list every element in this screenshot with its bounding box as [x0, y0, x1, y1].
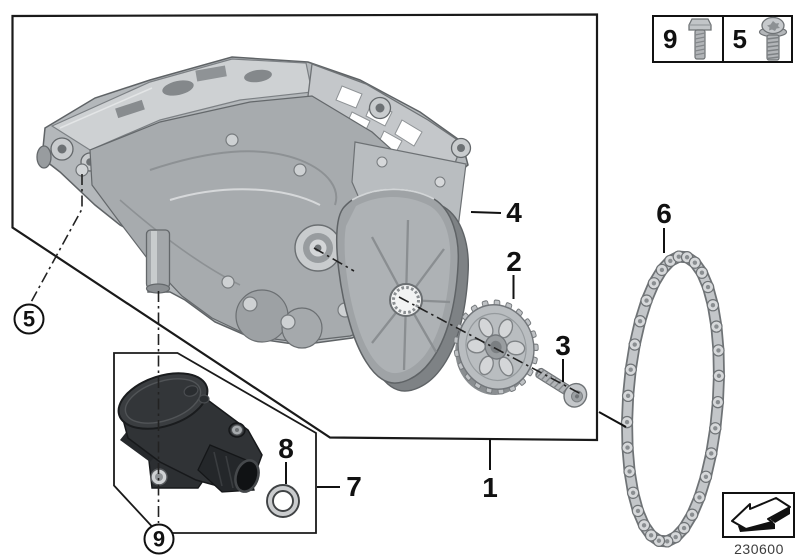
legend-item-5[interactable]: 5 [721, 16, 792, 61]
vacuum-pump-illustration [117, 372, 263, 493]
callout-2[interactable]: 2 [506, 246, 522, 277]
screw-illustration [535, 367, 588, 408]
legend-number-9: 9 [663, 24, 678, 54]
oil-pump-casting-illustration [36, 56, 472, 349]
detail-callout-box [113, 352, 317, 534]
callout-circled-5[interactable]: 5 [13, 303, 45, 335]
center-lines [29, 174, 582, 523]
leader-lines [285, 211, 665, 488]
callout-6[interactable]: 6 [656, 198, 672, 229]
legend-number-5: 5 [732, 24, 747, 54]
callout-1[interactable]: 1 [482, 472, 498, 503]
nav-arrow-box[interactable] [722, 492, 795, 538]
drive-chain-illustration [620, 250, 726, 548]
cover-plate-illustration [336, 188, 469, 392]
torx-flange-bolt-icon [757, 16, 789, 61]
callout-7[interactable]: 7 [346, 471, 362, 502]
hex-bolt-icon [687, 17, 715, 61]
legend-item-9[interactable]: 9 [654, 17, 722, 61]
fastener-legend: 9 5 [652, 15, 793, 63]
callout-8[interactable]: 8 [278, 433, 294, 464]
drawing-number: 230600 [734, 541, 784, 557]
main-callout-box [11, 13, 599, 442]
callout-circled-9[interactable]: 9 [143, 523, 175, 555]
callout-4[interactable]: 4 [506, 197, 522, 228]
callout-3[interactable]: 3 [555, 330, 571, 361]
sprocket-illustration [453, 299, 539, 395]
o-ring-illustration [266, 484, 300, 518]
nav-arrow-icon [730, 497, 791, 532]
